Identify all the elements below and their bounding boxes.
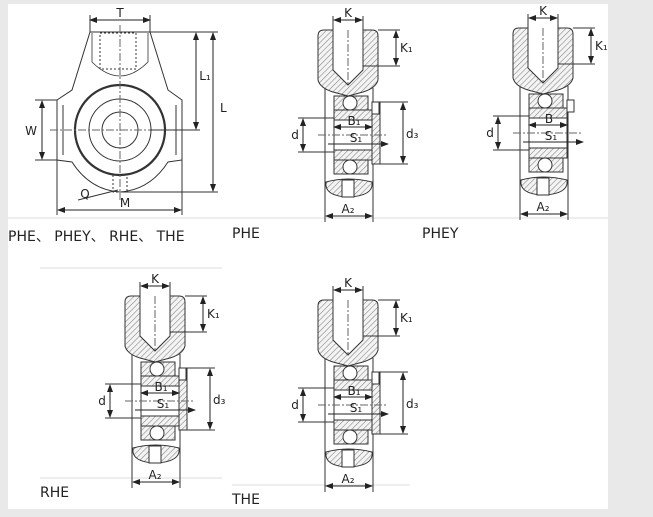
grub-screw (178, 367, 187, 381)
label-A2: A₂ (148, 468, 161, 482)
label-Q: Q (80, 187, 89, 201)
label-K1: K₁ (207, 307, 220, 321)
label-M: M (120, 196, 130, 210)
lube-hole (341, 449, 355, 468)
inner-ring-top (528, 107, 568, 119)
housing-head (317, 29, 379, 97)
ball-bottom (342, 159, 358, 175)
label-K: K (344, 6, 353, 20)
label-B: B (545, 112, 553, 126)
inner-ring-bottom (333, 149, 373, 161)
ball-bottom (342, 429, 358, 445)
label-K1: K₁ (595, 39, 608, 53)
label-K1: K₁ (400, 311, 413, 325)
inner-ring-bottom (333, 419, 373, 431)
caption-rhe: RHE (40, 485, 70, 501)
label-L: L (220, 101, 227, 115)
label-L1: L₁ (199, 69, 211, 83)
thread-hidden (99, 32, 137, 70)
label-S1: S₁ (157, 397, 170, 411)
label-W: W (25, 124, 37, 138)
label-T: T (115, 6, 124, 20)
inner-ring-bottom (528, 147, 568, 159)
label-K: K (539, 4, 548, 18)
label-d: d (486, 126, 494, 140)
caption-front-view: PHE、 PHEY、 RHE、 THE (8, 229, 185, 245)
label-K: K (151, 272, 160, 286)
housing-head (124, 295, 186, 363)
ball-top (149, 361, 165, 377)
side-view-phey: K K₁ d B S₁ A₂ (486, 4, 608, 220)
ball-bottom (537, 157, 553, 173)
side-view-the: K K₁ d d₃ B₁ S₁ A₂ (291, 276, 419, 492)
label-K1: K₁ (400, 41, 413, 55)
label-d: d (98, 394, 106, 408)
grub-screw (371, 101, 380, 115)
caption-the: THE (232, 492, 260, 508)
lube-hole (341, 179, 355, 198)
section-dividers (8, 217, 608, 486)
label-d: d (291, 398, 299, 412)
caption-phe: PHE (232, 226, 260, 242)
grub-screw (566, 99, 575, 113)
ball-top (537, 93, 553, 109)
drawing-sheet (8, 4, 608, 509)
side-view-phe: K K₁ d d₃ B₁ S₁ A₂ (291, 6, 419, 222)
caption-phey: PHEY (422, 226, 459, 242)
label-A2: A₂ (536, 200, 549, 214)
label-d3: d₃ (406, 127, 419, 141)
label-B: B₁ (347, 384, 360, 398)
ball-bottom (149, 425, 165, 441)
label-d: d (291, 128, 299, 142)
label-S1: S₁ (350, 401, 363, 415)
housing-head (317, 299, 379, 367)
housing-head (512, 27, 574, 95)
label-B: B₁ (154, 380, 167, 394)
label-A2: A₂ (341, 202, 354, 216)
grub-screw (371, 371, 380, 385)
leader-Q (77, 189, 119, 201)
label-B: B₁ (347, 114, 360, 128)
lube-hole (148, 445, 162, 464)
label-d3: d₃ (406, 397, 419, 411)
neck-arc (91, 33, 149, 77)
ball-top (342, 95, 358, 111)
lube-hole (536, 177, 550, 196)
label-S1: S₁ (545, 129, 558, 143)
ball-top (342, 365, 358, 381)
front-view: T L₁ L W M Q (25, 6, 227, 215)
label-d3: d₃ (213, 393, 226, 407)
side-view-rhe: K K₁ d d₃ B₁ S₁ A₂ (98, 272, 226, 488)
inner-ring-bottom (140, 415, 180, 427)
label-K: K (344, 276, 353, 290)
label-S1: S₁ (350, 131, 363, 145)
label-A2: A₂ (341, 472, 354, 486)
